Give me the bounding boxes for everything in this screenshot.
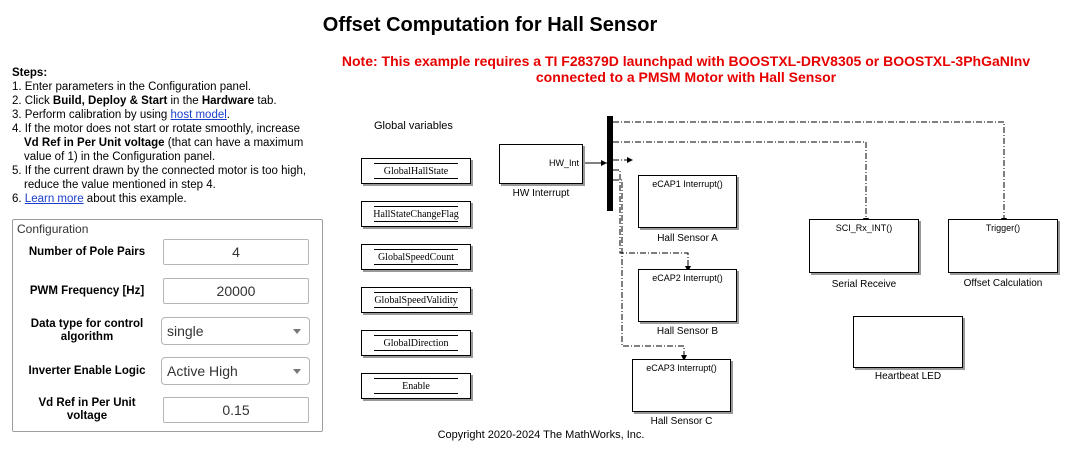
- pwm-frequency-input[interactable]: 20000: [163, 278, 309, 304]
- note-line-1: Note: This example requires a TI F28379D…: [341, 53, 1031, 69]
- vd-ref-input[interactable]: 0.15: [163, 397, 309, 423]
- step-2: 2. Click Build, Deploy & Start in the Ha…: [12, 94, 332, 108]
- step-2-text: 2. Click: [12, 95, 53, 107]
- step-2-text-2: in the: [167, 95, 202, 107]
- global-direction-block[interactable]: GlobalDirection: [361, 330, 471, 356]
- hall-c-port: eCAP3 Interrupt(): [646, 363, 717, 373]
- serial-port: SCI_Rx_INT(): [835, 223, 893, 233]
- hall-sensor-c-label: Hall Sensor C: [650, 416, 713, 427]
- step-6-text: about this example.: [83, 193, 187, 205]
- step-6-num: 6.: [12, 193, 25, 205]
- arrow-icon: [627, 157, 633, 163]
- copyright: Copyright 2020-2024 The MathWorks, Inc.: [437, 429, 645, 441]
- data-type-label-line-1: Data type for control: [30, 318, 144, 330]
- step-6: 6. Learn more about this example.: [12, 192, 332, 206]
- inverter-enable-label: Inverter Enable Logic: [28, 365, 146, 377]
- hall-c-trigger-line: [613, 179, 685, 357]
- step-4-param: Vd Ref in Per Unit voltage: [24, 137, 165, 149]
- global-hall-state-block[interactable]: GlobalHallState: [361, 158, 471, 184]
- hw-interrupt-block[interactable]: HW_Int: [499, 144, 583, 184]
- pole-pairs-label: Number of Pole Pairs: [28, 246, 146, 258]
- global-speed-count-block[interactable]: GlobalSpeedCount: [361, 244, 471, 270]
- configuration-panel: Configuration Number of Pole Pairs 4 PWM…: [12, 219, 323, 432]
- step-5-cont: reduce the value mentioned in step 4.: [24, 179, 216, 191]
- heartbeat-led-label: Heartbeat LED: [874, 371, 942, 382]
- step-1: 1. Enter parameters in the Configuration…: [12, 81, 252, 93]
- chevron-down-icon: [293, 369, 301, 374]
- pwm-frequency-label: PWM Frequency [Hz]: [29, 285, 145, 297]
- hall-sensor-a-label: Hall Sensor A: [657, 233, 718, 244]
- learn-more-link[interactable]: Learn more: [24, 193, 84, 205]
- data-type-label-line-2: algorithm: [60, 331, 114, 343]
- offset-trigger-line: [613, 121, 1005, 218]
- hall-sensor-a-block[interactable]: eCAP1 Interrupt(): [638, 175, 737, 228]
- hall-sensor-b-block[interactable]: eCAP2 Interrupt(): [638, 269, 737, 322]
- hall-state-change-flag-block[interactable]: HallStateChangeFlag: [361, 201, 471, 227]
- offset-calculation-block[interactable]: Trigger(): [948, 219, 1058, 273]
- global-speed-validity-block[interactable]: GlobalSpeedValidity: [361, 287, 471, 313]
- vd-ref-label-line-2: voltage: [66, 410, 108, 422]
- step-3-period: .: [226, 109, 230, 121]
- arrow-icon: [601, 160, 607, 166]
- note-line-2: connected to a PMSM Motor with Hall Sens…: [535, 69, 837, 85]
- steps-panel: Steps: 1. Enter parameters in the Config…: [12, 66, 332, 206]
- inverter-enable-value: Active High: [167, 363, 238, 379]
- hall-sensor-c-block[interactable]: eCAP3 Interrupt(): [632, 359, 731, 412]
- step-3: 3. Perform calibration by using host mod…: [12, 108, 332, 122]
- steps-heading: Steps:: [12, 67, 48, 79]
- step-2-tab: Hardware: [201, 95, 255, 107]
- step-4-cont-2: value of 1) in the Configuration panel.: [24, 151, 216, 163]
- hall-b-port: eCAP2 Interrupt(): [652, 273, 723, 283]
- inverter-enable-dropdown[interactable]: Active High: [161, 357, 310, 385]
- step-2-action: Build, Deploy & Start: [52, 95, 168, 107]
- chevron-down-icon: [293, 329, 301, 334]
- hall-b-trigger-line: [613, 169, 689, 268]
- vd-ref-label: Vd Ref in Per Unit voltage: [17, 397, 157, 423]
- hall-a-port: eCAP1 Interrupt(): [652, 179, 723, 189]
- configuration-label: Configuration: [17, 222, 89, 236]
- page-title: Offset Computation for Hall Sensor: [322, 14, 658, 36]
- serial-receive-label: Serial Receive: [831, 279, 897, 290]
- hall-sensor-b-label: Hall Sensor B: [656, 326, 719, 337]
- offset-calculation-label: Offset Calculation: [963, 278, 1043, 289]
- step-4-text: (that can have a maximum: [164, 137, 304, 149]
- vd-ref-label-line-1: Vd Ref in Per Unit: [38, 397, 136, 409]
- function-call-mux[interactable]: [607, 116, 613, 211]
- step-3-text: 3. Perform calibration by using: [12, 109, 171, 121]
- hardware-note: Note: This example requires a TI F28379D…: [320, 53, 1052, 85]
- global-variables-label: Global variables: [374, 120, 453, 132]
- data-type-value: single: [167, 323, 204, 339]
- arrow-icon: [681, 355, 687, 361]
- pole-pairs-input[interactable]: 4: [163, 239, 309, 265]
- step-4-cont: Vd Ref in Per Unit voltage (that can hav…: [12, 136, 332, 150]
- offset-port: Trigger(): [985, 223, 1021, 233]
- heartbeat-led-block[interactable]: [853, 316, 963, 368]
- hw-int-port: HW_Int: [548, 158, 579, 168]
- host-model-link[interactable]: host model: [170, 109, 227, 121]
- enable-block[interactable]: Enable: [361, 373, 471, 399]
- serial-trigger-line: [613, 141, 867, 218]
- serial-receive-block[interactable]: SCI_Rx_INT(): [809, 219, 919, 273]
- hw-interrupt-label: HW Interrupt: [512, 188, 570, 199]
- step-5: 5. If the current drawn by the connected…: [12, 165, 307, 177]
- data-type-dropdown[interactable]: single: [161, 317, 310, 345]
- data-type-label: Data type for control algorithm: [17, 318, 157, 344]
- step-4: 4. If the motor does not start or rotate…: [12, 123, 301, 135]
- step-2-text-3: tab.: [254, 95, 277, 107]
